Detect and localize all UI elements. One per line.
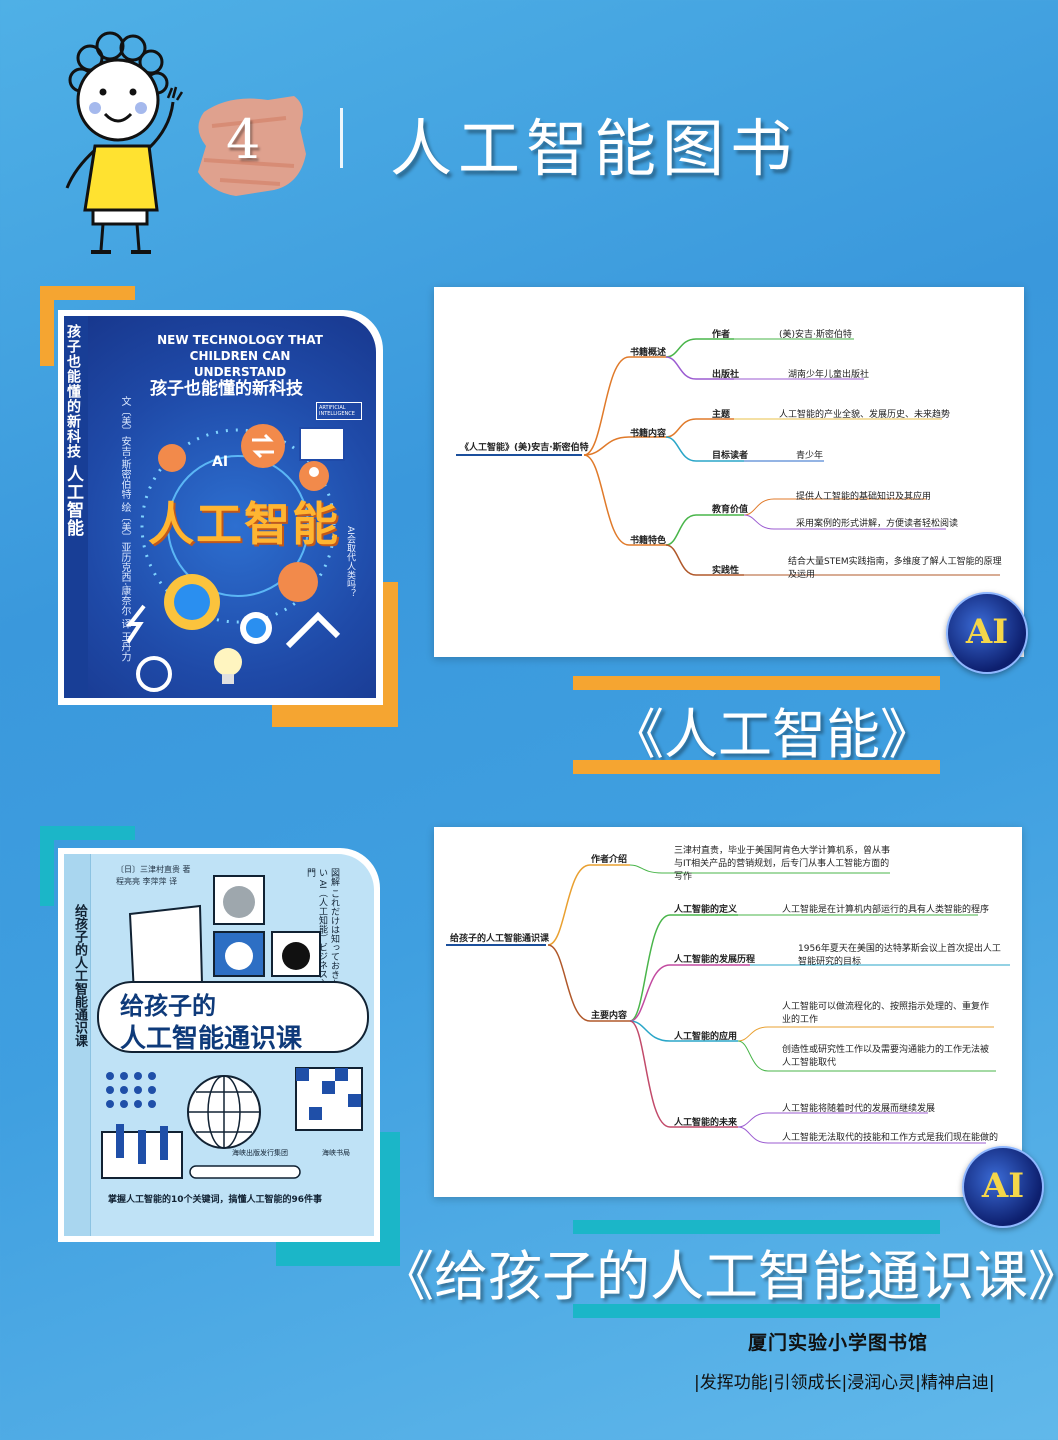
- mindmap2-node-future: 人工智能的未来: [674, 1118, 738, 1128]
- mindmap2-value-author: 三津村直贵，毕业于美国阿肯色大学计算机系，曾从事与IT相关产品的营销规划，后专门…: [674, 846, 891, 882]
- book2-frame-corner-top: [40, 826, 135, 906]
- book1-translator: 译 王丹力: [119, 618, 130, 662]
- book1-en-title: NEW TECHNOLOGY THAT CHILDREN CAN UNDERST…: [157, 333, 323, 379]
- mindmap1-value-author: (美)安吉·斯密伯特: [779, 330, 852, 340]
- mindmap1-root: 《人工智能》(美)安吉·斯密伯特: [460, 443, 589, 453]
- mindmap1-branch-2: 书籍特色: [630, 536, 667, 546]
- mindmap2-value-future-0: 人工智能将随着时代的发展而继续发展: [782, 1104, 936, 1114]
- book1-spine: [64, 316, 88, 698]
- caption2-bar-top: [573, 1220, 940, 1234]
- book1-spine-text: 孩子也能懂的新科技人工智能: [64, 324, 86, 537]
- caption1-bar-top: [573, 676, 940, 690]
- ai-badge-label-2: AI: [981, 1166, 1025, 1206]
- mindmap1-node-education: 教育价值: [712, 505, 749, 515]
- book1-authors: 文〔美〕安吉·斯密伯特: [119, 396, 130, 500]
- book2-mindmap-panel: 给孩子的人工智能通识课 作者介绍 三津村直贵，毕业于美国阿肯色大学计算机系，曾从…: [434, 827, 1022, 1197]
- book2-translators: 程亮亮 李萍萍 译: [116, 877, 178, 886]
- mindmap2-value-future-1: 人工智能无法取代的技能和工作方式是我们现在能做的: [782, 1133, 999, 1143]
- mindmap2-node-history: 人工智能的发展历程: [674, 955, 756, 965]
- library-motto: |发挥功能|引领成长|浸润心灵|精神启迪|: [694, 1373, 995, 1393]
- book1-credits: 文〔美〕安吉·斯密伯特 绘〔美〕亚历克西·康奈尔 译 王丹力: [118, 396, 131, 662]
- book1-cover[interactable]: 孩子也能懂的新科技人工智能 文〔美〕安吉·斯密伯特 绘〔美〕亚历克西·康奈尔 译…: [64, 316, 376, 698]
- book2-imprint: 海峡书局: [322, 1149, 350, 1157]
- title-divider: [340, 108, 343, 168]
- book1-side-note: AI会取代人类吗？: [345, 526, 355, 598]
- mindmap1-value-practice: 结合大量STEM实践指南，多维度了解人工智能的原理及运用: [788, 557, 1002, 580]
- mindmap2-value-application-1: 创造性或研究性工作以及需要沟通能力的工作无法被人工智能取代: [782, 1045, 990, 1068]
- mindmap1-branch-1: 书籍内容: [630, 429, 667, 439]
- book2-spine-text: 给孩子的人工智能通识课: [72, 904, 87, 1047]
- book1-frame-corner-top: [40, 286, 135, 366]
- mindmap1-value-education-0: 提供人工智能的基础知识及其应用: [796, 492, 932, 502]
- book1-title: 人工智能: [148, 497, 340, 551]
- cartoon-boy-illustration: [65, 31, 184, 254]
- book1-caption: 《人工智能》: [610, 703, 934, 766]
- book2-title-line2: 人工智能通识课: [120, 1024, 303, 1054]
- book1-illustrator: 绘〔美〕亚历克西·康奈尔: [119, 502, 130, 616]
- book2-spine: [64, 854, 91, 1236]
- book2-title-line1: 给孩子的: [120, 992, 216, 1020]
- page-title: 人工智能图书: [390, 112, 799, 185]
- ai-badge-icon-2: AI: [962, 1146, 1044, 1228]
- mindmap1-node-practice: 实践性: [712, 566, 740, 576]
- mindmap2-branch-0: 作者介绍: [591, 855, 628, 865]
- book2-jp-note: 図解 これだけは知っておきたい AI（人工知能）ビジネス入門: [305, 868, 339, 988]
- mindmap2-node-application: 人工智能的应用: [674, 1032, 738, 1042]
- mindmap2-value-history: 1956年夏天在美国的达特茅斯会议上首次提出人工智能研究的目标: [798, 944, 1001, 967]
- caption2-bar-bottom: [573, 1304, 940, 1318]
- mindmap1-value-education-1: 采用案例的形式讲解，方便读者轻松阅读: [796, 519, 959, 529]
- mindmap2-root: 给孩子的人工智能通识课: [450, 934, 550, 944]
- mindmap1-branch-0: 书籍概述: [630, 348, 667, 358]
- ai-badge-label: AI: [965, 612, 1009, 652]
- book1-series-title: 孩子也能懂的新科技: [150, 379, 303, 399]
- mindmap1-node-theme: 主题: [712, 410, 731, 420]
- section-number: 4: [226, 108, 261, 171]
- book1-spine-series: 孩子也能懂的新科技: [65, 324, 81, 459]
- mindmap1-node-author: 作者: [712, 330, 731, 340]
- mindmap2-node-definition: 人工智能的定义: [674, 905, 738, 915]
- library-name: 厦门实验小学图书馆: [748, 1332, 929, 1354]
- mindmap2-value-definition: 人工智能是在计算机内部运行的具有人类智能的程序: [782, 905, 990, 915]
- ai-badge-icon: AI: [946, 592, 1028, 674]
- book1-ai-badge: ARTIFICIAL INTELLIGENCE: [316, 402, 362, 420]
- mindmap1-node-readers: 目标读者: [712, 451, 749, 461]
- mindmap2-value-application-0: 人工智能可以做流程化的、按照指示处理的、重复作业的工作: [782, 1002, 990, 1025]
- book1-cover-art: [125, 424, 345, 692]
- caption1-bar-bottom: [573, 760, 940, 774]
- book2-cover[interactable]: 给孩子的人工智能通识课 〔日〕三津村直贵 著 程亮亮 李萍萍 译 図解 これだけ…: [64, 854, 374, 1236]
- mindmap1-node-publisher: 出版社: [712, 370, 740, 380]
- book2-caption: 《给孩子的人工智能通识课》: [380, 1245, 1058, 1308]
- book2-mindmap-lines: [446, 864, 1010, 1144]
- mindmap1-value-readers: 青少年: [796, 451, 824, 461]
- book2-authors: 〔日〕三津村直贵 著: [116, 865, 191, 874]
- book1-mindmap-lines: [456, 338, 1000, 576]
- brush-stroke-decoration: [198, 96, 306, 196]
- mindmap2-branch-1: 主要内容: [591, 1011, 628, 1021]
- mindmap1-value-publisher: 湖南少年儿童出版社: [788, 370, 870, 380]
- mindmap1-value-theme: 人工智能的产业全貌、发展历史、未来趋势: [779, 410, 951, 420]
- book1-ai-icon-label: AI: [212, 454, 229, 470]
- book2-publisher: 海峡出版发行集团: [232, 1149, 288, 1157]
- book1-spine-title: 人工智能: [64, 465, 83, 537]
- book2-cover-art: [97, 875, 369, 1179]
- book2-tagline: 掌握人工智能的10个关键词，搞懂人工智能的96件事: [108, 1195, 323, 1205]
- book1-mindmap-panel: 《人工智能》(美)安吉·斯密伯特 书籍概述 书籍内容 书籍特色 作者 (美)安吉…: [434, 287, 1024, 657]
